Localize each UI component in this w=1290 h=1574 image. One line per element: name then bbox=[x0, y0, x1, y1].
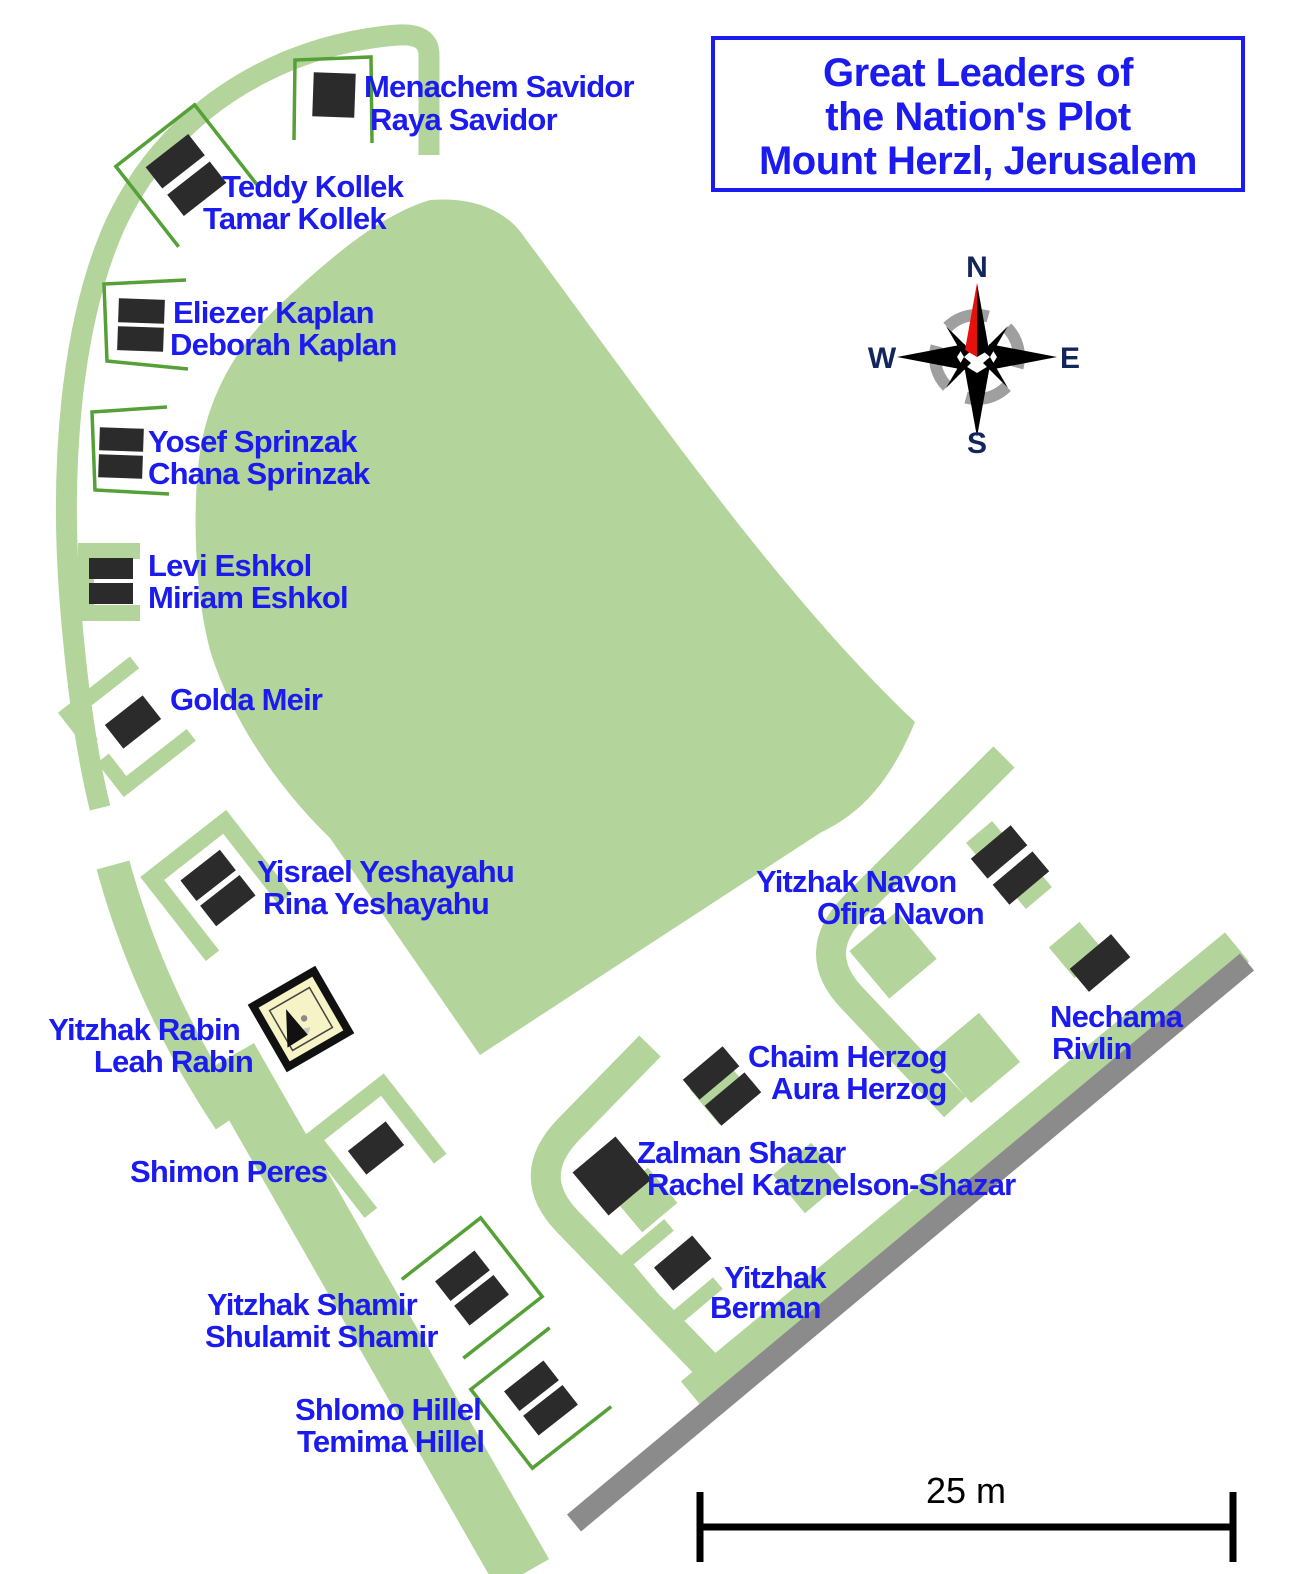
central-lawn bbox=[195, 199, 915, 1056]
map-title-line1: Great Leaders of bbox=[823, 51, 1134, 95]
grave-berman: Yitzhak Berman bbox=[612, 1219, 828, 1333]
grave-label: Teddy Kollek bbox=[222, 169, 405, 204]
grave-label: Yisrael Yeshayahu bbox=[257, 854, 514, 889]
east-inner-path-lower bbox=[530, 1035, 727, 1386]
map-title-line2: the Nation's Plot bbox=[825, 95, 1131, 139]
grave-kollek: Teddy Kollek Tamar Kollek bbox=[113, 102, 405, 248]
grave-label: Yitzhak bbox=[724, 1260, 827, 1295]
grave-label: Berman bbox=[710, 1290, 821, 1325]
compass-n: N bbox=[966, 251, 988, 284]
grave-label: Raya Savidor bbox=[370, 102, 558, 137]
grave-sprinzak: Yosef Sprinzak Chana Sprinzak bbox=[90, 405, 372, 496]
east-inner-path-upper bbox=[816, 746, 1015, 1118]
grave-rabin: Yitzhak Rabin Leah Rabin bbox=[48, 965, 355, 1079]
roadside-green-strip bbox=[680, 932, 1250, 1411]
grave-label: Miriam Eshkol bbox=[148, 580, 348, 615]
grave-label: Golda Meir bbox=[170, 682, 323, 717]
grave-peres: Shimon Peres bbox=[130, 1073, 447, 1218]
grave-label: Aura Herzog bbox=[771, 1071, 947, 1106]
scale-bar-label: 25 m bbox=[926, 1470, 1006, 1511]
grave-label: Yitzhak Rabin bbox=[48, 1012, 240, 1047]
title-box: Great Leaders of the Nation's Plot Mount… bbox=[711, 36, 1245, 192]
grave-label: Temima Hillel bbox=[297, 1424, 484, 1459]
north-needle-red bbox=[965, 283, 977, 357]
grave-kaplan: Eliezer Kaplan Deborah Kaplan bbox=[102, 278, 397, 371]
grave-yeshayahu: Yisrael Yeshayahu Rina Yeshayahu bbox=[140, 809, 515, 961]
grave-label: Levi Eshkol bbox=[148, 548, 312, 583]
grave-label: Rivlin bbox=[1052, 1031, 1132, 1066]
grave-label: Chana Sprinzak bbox=[148, 456, 371, 491]
grave-rivlin: Nechama Rivlin bbox=[1050, 934, 1185, 1066]
compass-s: S bbox=[967, 427, 987, 460]
grave-herzog: Chaim Herzog Aura Herzog bbox=[682, 1039, 948, 1126]
grave-label: Shimon Peres bbox=[130, 1154, 327, 1189]
grave-navon: Yitzhak Navon Ofira Navon bbox=[756, 825, 1050, 931]
west-walkway bbox=[96, 860, 245, 1130]
compass-w: W bbox=[868, 342, 897, 375]
grave-label: Shlomo Hillel bbox=[295, 1392, 481, 1427]
road bbox=[566, 953, 1255, 1532]
grave-label: Rachel Katznelson-Shazar bbox=[647, 1167, 1016, 1202]
grave-label: Ofira Navon bbox=[817, 896, 984, 931]
map-title-line3: Mount Herzl, Jerusalem bbox=[759, 139, 1197, 183]
rabin-monument bbox=[247, 965, 355, 1073]
compass-e: E bbox=[1060, 342, 1080, 375]
grave-shamir: Yitzhak Shamir Shulamit Shamir bbox=[205, 1215, 545, 1360]
grave-eshkol: Levi Eshkol Miriam Eshkol bbox=[78, 543, 349, 621]
grave-label: Yitzhak Shamir bbox=[207, 1287, 418, 1322]
grave-label: Zalman Shazar bbox=[637, 1135, 846, 1170]
grave-shazar: Zalman Shazar Rachel Katznelson-Shazar bbox=[572, 1135, 1017, 1216]
grave-label: Shulamit Shamir bbox=[205, 1319, 438, 1354]
scale-bar bbox=[696, 1492, 1237, 1562]
rabin-emblem-icon bbox=[286, 1009, 311, 1048]
grave-savidor: Menachem Savidor Raya Savidor bbox=[292, 55, 635, 144]
grave-label: Rina Yeshayahu bbox=[263, 886, 489, 921]
main-walkway bbox=[201, 1043, 550, 1574]
perimeter-path-arc bbox=[55, 24, 440, 811]
grave-meir: Golda Meir bbox=[57, 656, 324, 798]
compass-rose-icon: N E S W bbox=[868, 251, 1080, 460]
grave-label: Menachem Savidor bbox=[364, 69, 634, 104]
grave-label: Yosef Sprinzak bbox=[148, 424, 358, 459]
grave-label: Tamar Kollek bbox=[203, 201, 387, 236]
grave-label: Eliezer Kaplan bbox=[173, 295, 374, 330]
grave-hillel: Shlomo Hillel Temima Hillel bbox=[295, 1326, 613, 1471]
grave-label: Yitzhak Navon bbox=[756, 864, 956, 899]
grave-label: Leah Rabin bbox=[94, 1044, 253, 1079]
grave-label: Nechama bbox=[1050, 999, 1184, 1034]
grave-label: Chaim Herzog bbox=[748, 1039, 947, 1074]
grave-label: Deborah Kaplan bbox=[170, 327, 397, 362]
